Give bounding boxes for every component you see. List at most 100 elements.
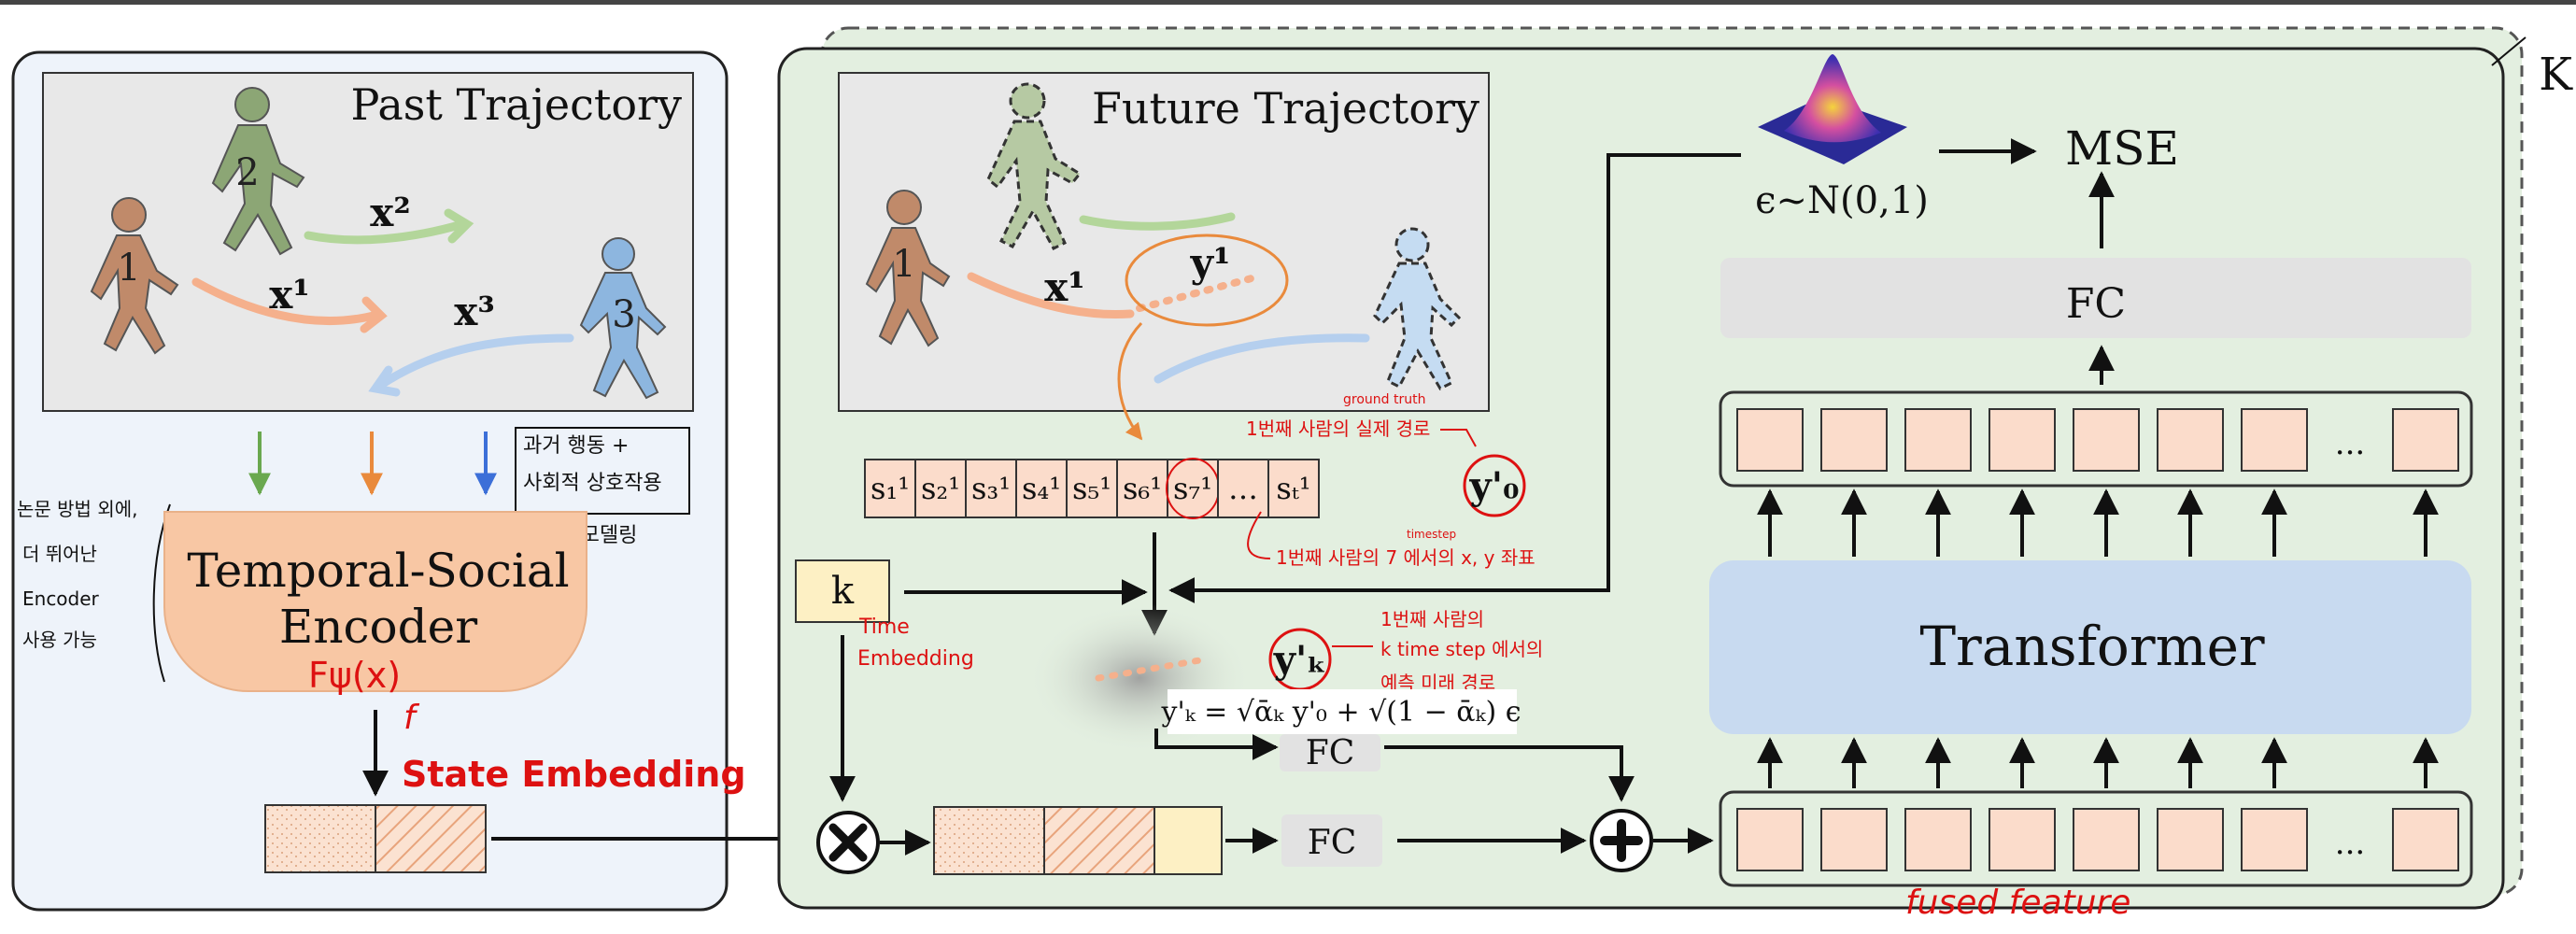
gt-annotation-arrow: [1440, 429, 1477, 447]
combined-token-time: [1154, 806, 1223, 875]
sequence-cell: [864, 459, 916, 518]
feature-token: [1904, 408, 1972, 472]
note-box-line-2: 사회적 상호작용: [523, 472, 662, 495]
gaussian-noise-icon: [1758, 54, 1907, 164]
feature-token: [1736, 408, 1804, 472]
fc-mid-block: [1280, 734, 1380, 771]
yk-label: y'ₖ: [1273, 638, 1326, 682]
noise-label: ϵ~N(0,1): [1755, 179, 1929, 222]
time-k-box: [795, 559, 890, 623]
combined-token-hatched: [1043, 806, 1155, 875]
token-ellipsis: ...: [2335, 825, 2365, 862]
fc-top-block: [1720, 258, 2471, 338]
encoder-function-annotation: Fψ(x): [308, 655, 401, 696]
future-agent-2-ghost: [986, 82, 1083, 250]
fc-mid-to-add-arrow: [1384, 745, 1635, 802]
feature-token: [2157, 808, 2224, 871]
feature-token: [1820, 408, 1888, 472]
fused-feature-row: [1719, 790, 2473, 887]
timestep-small-annotation: timestep: [1407, 528, 1456, 541]
handwritten-note-box: [515, 427, 690, 515]
sequence-cell-label: s₅¹: [1072, 471, 1111, 506]
future-label-x1: x¹: [1044, 264, 1084, 310]
sequence-cell-label: s₁¹: [870, 471, 910, 506]
feature-token: [2241, 808, 2308, 871]
traj-label-x3: x³: [454, 289, 494, 334]
ground-truth-annotation: ground truth: [1343, 392, 1425, 407]
fused-to-transformer-arrows: [1757, 737, 2439, 788]
feature-token: [1904, 808, 1972, 871]
feature-token: [1736, 808, 1804, 871]
trajectory-3-arrowhead: [368, 365, 401, 397]
feature-token: [2157, 408, 2224, 472]
to-fc-mid-arrow: [1154, 729, 1279, 760]
left-note-line-1: 논문 방법 외에,: [17, 498, 137, 520]
feature-token: [2073, 408, 2140, 472]
sequence-cell-label: …: [1228, 471, 1258, 506]
sequence-cell: [1267, 459, 1320, 518]
s7-xy-annotation: 1번째 사람의 7 에서의 x, y 좌표: [1276, 546, 1536, 569]
fc-bottom-block: [1281, 814, 1382, 867]
left-note-line-4: 사용 가능: [22, 629, 97, 651]
feature-token: [1989, 408, 2056, 472]
feature-token-last: [2392, 408, 2459, 472]
future-y1-ellipse: [1125, 234, 1289, 327]
feature-token-last: [2392, 808, 2459, 871]
add-icon: [1600, 819, 1643, 862]
trajectory-2-arrowhead: [444, 208, 474, 244]
fc-top-label: FC: [2066, 280, 2126, 328]
agent-3-label: 3: [612, 293, 635, 336]
agent-2-label: 2: [235, 151, 259, 194]
mse-label: MSE: [2065, 121, 2179, 176]
note-box-line-1: 과거 행동 +: [523, 434, 629, 458]
state-embedding-annotation: State Embedding: [402, 754, 746, 795]
traj-label-x1: x¹: [269, 272, 309, 318]
left-note-line-2: 더 뛰어난: [22, 543, 97, 565]
k-copies-label: K: [2539, 49, 2573, 101]
combined-token-dotted: [933, 806, 1045, 875]
left-note-line-3: Encoder: [22, 587, 100, 610]
sequence-cell-label: s₆¹: [1123, 471, 1162, 506]
time-k-label: k: [831, 570, 855, 613]
yk-note-line-2: k time step 에서의: [1380, 638, 1543, 660]
left-note-bracket: [152, 503, 171, 683]
y0-label: y'₀: [1468, 464, 1519, 508]
fused-feature-annotation: fused feature: [1905, 884, 2130, 922]
k-copies-indicator: [2491, 36, 2526, 66]
output-tokens: ...: [1736, 408, 2459, 472]
future-label-y1: y¹: [1190, 240, 1231, 286]
sequence-cell: [914, 459, 967, 518]
y0-circle: [1463, 454, 1526, 517]
feature-token: [2073, 808, 2140, 871]
sequence-cell: [1116, 459, 1168, 518]
encoder-label-line-1: Temporal-Social: [187, 544, 569, 598]
note-box-line-3: 모델링: [581, 524, 638, 547]
transformer-to-output-arrows: [1757, 488, 2439, 557]
gt-path-annotation: 1번째 사람의 실제 경로: [1246, 417, 1430, 440]
future-y1-dotted: [1136, 275, 1255, 312]
formula-box: [1168, 689, 1517, 734]
fc-bottom-label: FC: [1308, 824, 1357, 862]
y1-to-sequence-arrow: [1117, 321, 1143, 441]
fused-feature-tokens: ...: [1736, 808, 2459, 871]
output-token-row: [1719, 390, 2473, 488]
future-agent-1-figure: [865, 190, 951, 347]
noisy-trajectory-dots: [1095, 656, 1209, 682]
encoder-label-line-2: Encoder: [279, 600, 477, 654]
agent-2-figure: [211, 87, 305, 256]
fc-mid-label: FC: [1306, 734, 1355, 772]
multiply-icon: [828, 823, 868, 862]
sequence-cell-label: sₜ¹: [1276, 471, 1310, 506]
sequence-cell: [965, 459, 1017, 518]
temporal-social-encoder: [163, 511, 587, 692]
token-ellipsis: ...: [2335, 425, 2365, 462]
trajectory-3-arrow: [376, 333, 574, 389]
future-traj-2-arrow: [1079, 212, 1236, 231]
transformer-label: Transformer: [1919, 615, 2265, 678]
future-traj-1-arrow: [967, 272, 1135, 318]
yk-formula: y'ₖ = √ᾱₖ y'₀ + √(1 − ᾱₖ) ϵ: [1161, 696, 1522, 729]
feature-token: [1989, 808, 2056, 871]
agent-1-figure: [90, 197, 179, 355]
sequence-cell-label: s₂¹: [921, 471, 960, 506]
